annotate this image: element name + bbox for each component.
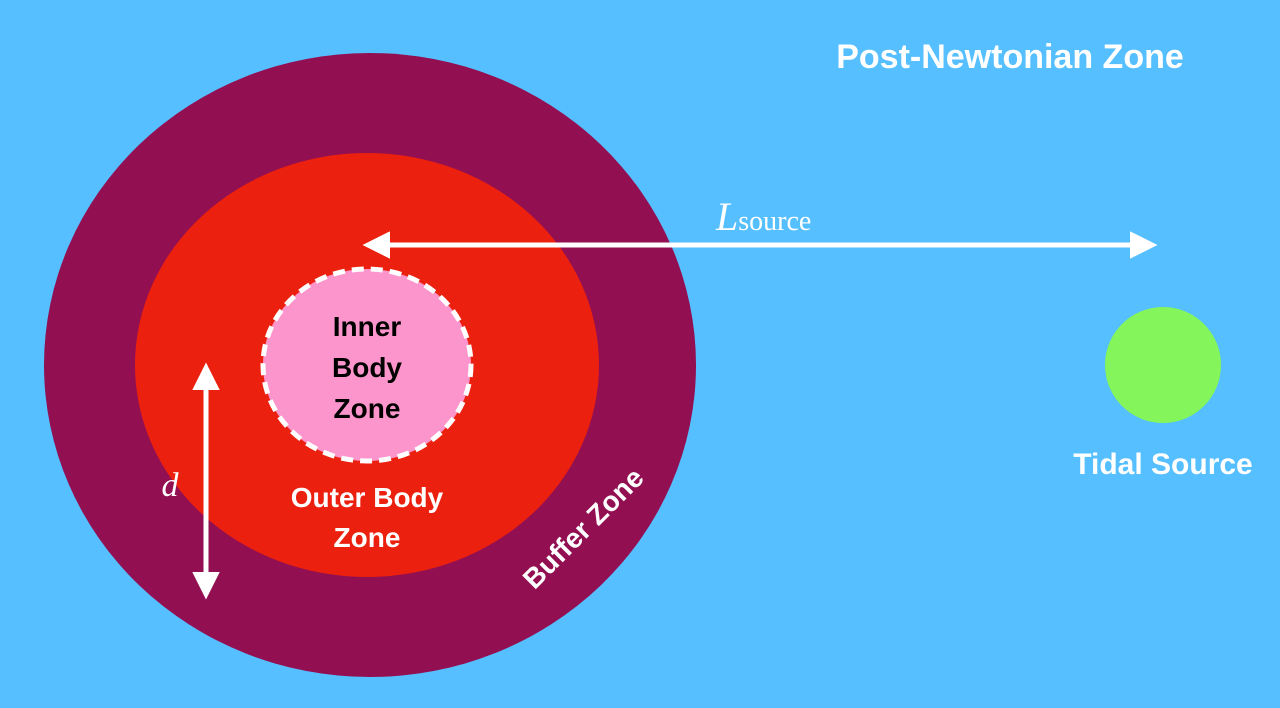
inner-body-zone-label-line1: Inner (333, 311, 402, 342)
post-newtonian-zone-label: Post-Newtonian Zone (836, 38, 1184, 76)
inner-body-zone (260, 266, 474, 464)
outer-body-zone-label-line2: Zone (334, 522, 401, 553)
distance-label-subscript: source (738, 206, 811, 237)
outer-body-zone-label-line1: Outer Body (291, 482, 444, 513)
tidal-source-body (1105, 307, 1221, 423)
tidal-source-label: Tidal Source (1073, 448, 1253, 481)
size-label: d (162, 467, 180, 504)
inner-body-zone-label-line2: Body (332, 352, 402, 383)
distance-label-main: L (715, 194, 738, 239)
inner-body-zone-label-line3: Zone (334, 393, 401, 424)
distance-label: Lsource (715, 194, 811, 239)
